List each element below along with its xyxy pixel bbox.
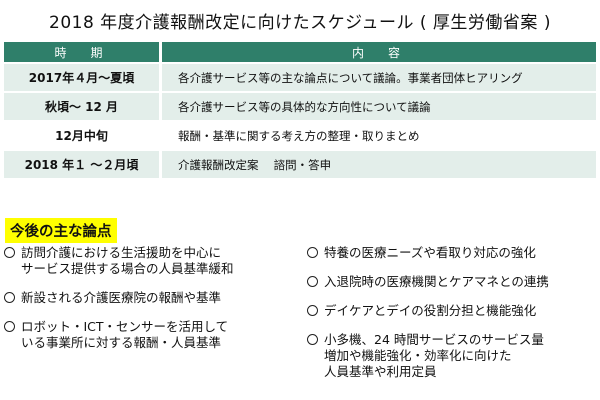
issue-text: ロボット・ICT・センサーを活用して いる事業所に対する報酬・人員基準	[21, 319, 229, 350]
circle-bullet-icon	[4, 247, 15, 258]
circle-bullet-icon	[307, 276, 318, 287]
content-cell: 各介護サービス等の具体的な方向性について議論	[162, 91, 596, 120]
list-item: 訪問介護における生活援助を中心に サービス提供する場合の人員基準緩和	[4, 245, 296, 277]
period-cell: 12月中旬	[4, 120, 162, 149]
list-item: 新設される介護医療院の報酬や基準	[4, 290, 296, 306]
circle-bullet-icon	[307, 305, 318, 316]
list-item: デイケアとデイの役割分担と機能強化	[307, 303, 597, 319]
issues-heading: 今後の主な論点	[5, 218, 117, 243]
content-cell: 各介護サービス等の主な論点について議論。事業者団体ヒアリング	[162, 62, 596, 91]
period-cell: 2018 年１ ～２月頃	[4, 149, 162, 178]
schedule-table: 時 期 内 容 2017年４月～夏頃 各介護サービス等の主な論点について議論。事…	[4, 42, 596, 178]
issues-right-column: 特養の医療ニーズや看取り対応の強化 入退院時の医療機関とケアマネとの連携 デイケ…	[307, 245, 597, 393]
issue-text: 入退院時の医療機関とケアマネとの連携	[324, 274, 549, 289]
list-item: 入退院時の医療機関とケアマネとの連携	[307, 274, 597, 290]
content-cell: 報酬・基準に関する考え方の整理・取りまとめ	[162, 120, 596, 149]
period-cell: 2017年４月～夏頃	[4, 62, 162, 91]
issue-text: デイケアとデイの役割分担と機能強化	[324, 303, 537, 318]
circle-bullet-icon	[307, 334, 318, 345]
list-item: 小多機、24 時間サービスのサービス量 増加や機能強化・効率化に向けた 人員基準…	[307, 332, 597, 380]
table-row: 12月中旬 報酬・基準に関する考え方の整理・取りまとめ	[4, 120, 596, 149]
issue-text: 特養の医療ニーズや看取り対応の強化	[324, 245, 536, 260]
circle-bullet-icon	[4, 321, 15, 332]
list-item: 特養の医療ニーズや看取り対応の強化	[307, 245, 597, 261]
column-header-content: 内 容	[162, 42, 596, 62]
period-cell: 秋頃～ 12 月	[4, 91, 162, 120]
page-title: 2018 年度介護報酬改定に向けたスケジュール ( 厚生労働省案 )	[49, 13, 551, 33]
issue-text: 新設される介護医療院の報酬や基準	[21, 290, 222, 305]
column-header-period: 時 期	[4, 42, 162, 62]
table-header-row: 時 期 内 容	[4, 42, 596, 62]
table-row: 秋頃～ 12 月 各介護サービス等の具体的な方向性について議論	[4, 91, 596, 120]
issue-text: 訪問介護における生活援助を中心に サービス提供する場合の人員基準緩和	[21, 245, 234, 276]
issues-left-column: 訪問介護における生活援助を中心に サービス提供する場合の人員基準緩和 新設される…	[4, 245, 296, 364]
circle-bullet-icon	[4, 292, 15, 303]
table-row: 2018 年１ ～２月頃 介護報酬改定案 諮問・答申	[4, 149, 596, 178]
list-item: ロボット・ICT・センサーを活用して いる事業所に対する報酬・人員基準	[4, 319, 296, 351]
issue-text: 小多機、24 時間サービスのサービス量 増加や機能強化・効率化に向けた 人員基準…	[324, 332, 544, 379]
table-row: 2017年４月～夏頃 各介護サービス等の主な論点について議論。事業者団体ヒアリン…	[4, 62, 596, 91]
content-cell: 介護報酬改定案 諮問・答申	[162, 149, 596, 178]
circle-bullet-icon	[307, 247, 318, 258]
